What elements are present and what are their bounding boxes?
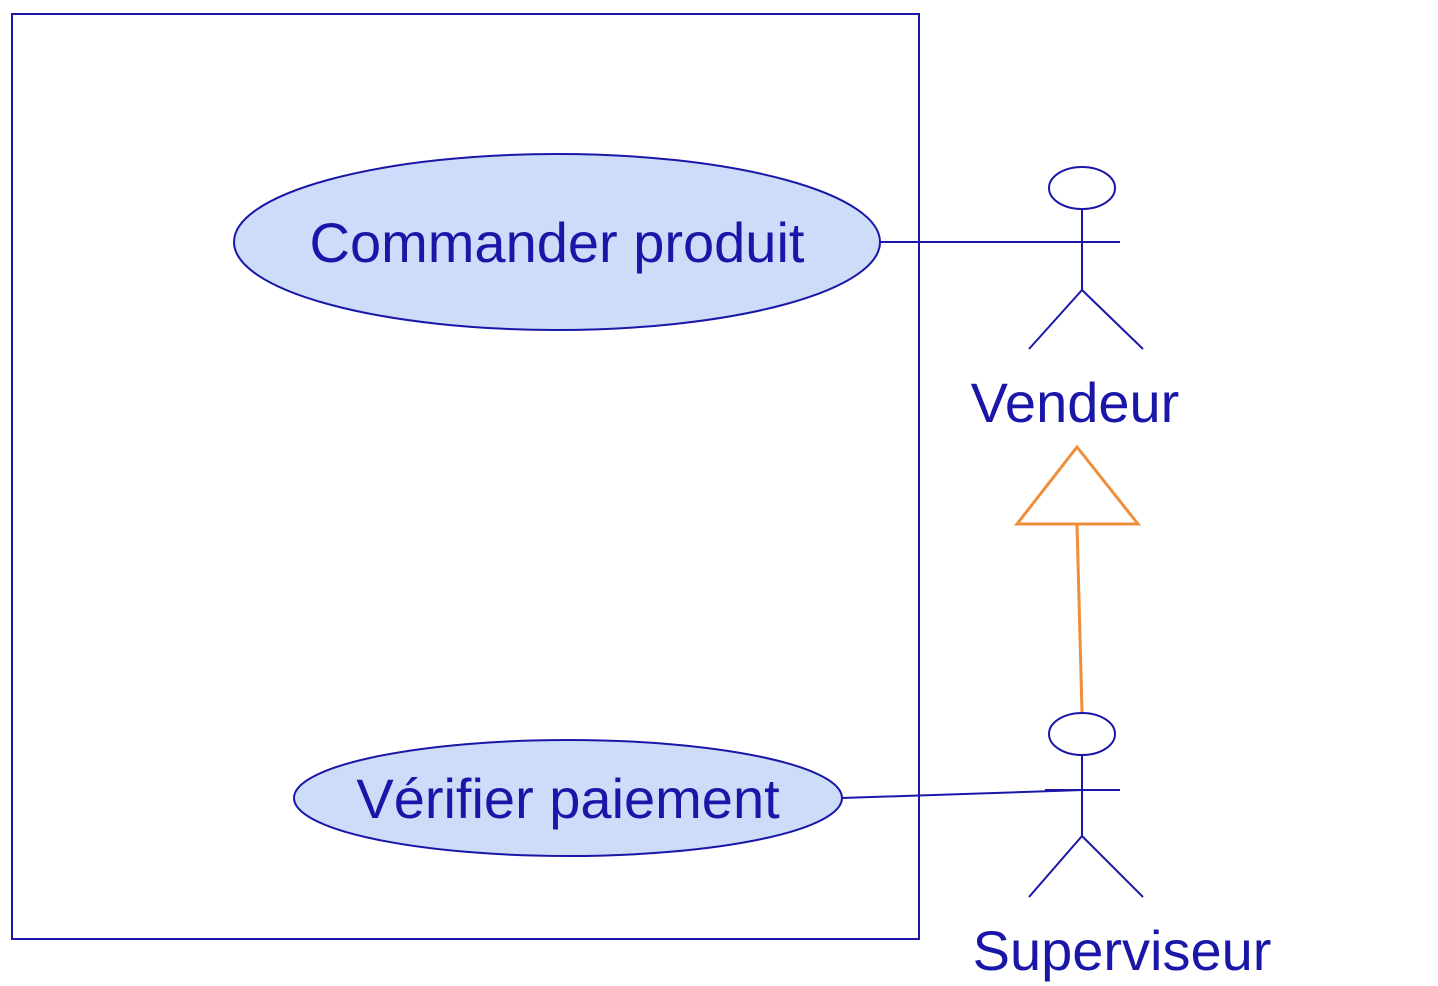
- actor-label: Vendeur: [971, 371, 1180, 434]
- use-case-label: Commander produit: [310, 211, 805, 274]
- generalization-line: [1075, 523, 1084, 713]
- system-boundary: [11, 13, 920, 940]
- use-case-ellipse: [293, 739, 843, 857]
- generalization-triangle-icon: [1013, 444, 1142, 526]
- stick-figure-icon: [1028, 166, 1144, 350]
- actor-label: Superviseur: [973, 919, 1272, 982]
- actor-superviseur[interactable]: Superviseur: [973, 712, 1272, 982]
- association-superviseur-verifier: [841, 789, 1084, 799]
- actor-vendeur[interactable]: Vendeur: [971, 166, 1180, 434]
- use-case-commander-produit[interactable]: Commander produit: [233, 153, 881, 331]
- use-case-label: Vérifier paiement: [356, 767, 780, 830]
- generalization-arrow: [1013, 444, 1142, 713]
- stick-figure-icon: [1028, 712, 1144, 898]
- use-case-verifier-paiement[interactable]: Vérifier paiement: [293, 739, 843, 857]
- use-case-ellipse: [233, 153, 881, 331]
